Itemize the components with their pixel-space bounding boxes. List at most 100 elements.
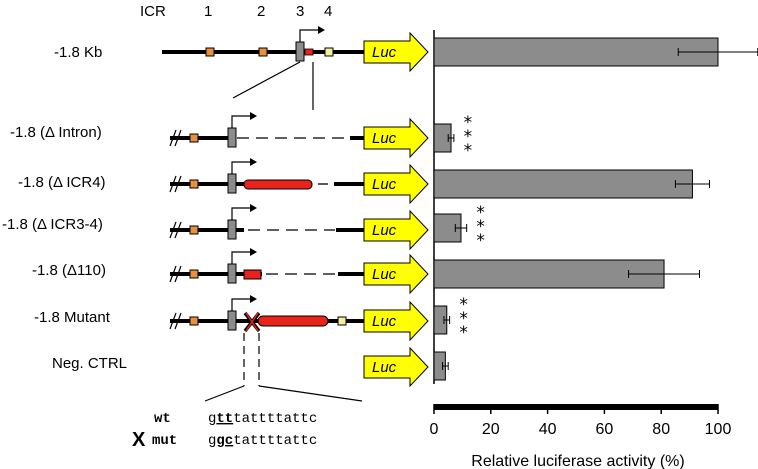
x-axis [434,404,718,410]
significance-star-5-2: * [459,323,468,343]
construct-label-full: -1.8 Kb [54,44,102,61]
icr-number-3: 3 [296,3,304,20]
icr3-box [227,310,237,331]
promoter-arrow [231,161,250,174]
luc-label: Luc [372,359,397,376]
construct-diagram-delta110 [170,248,366,284]
significance-star-1-1: * [464,127,473,147]
luc-label: Luc [372,176,397,193]
significance-star-3-1: * [476,217,485,237]
luc-arrow-icon [363,209,429,251]
promoter-arrow [231,207,250,220]
luc-label: Luc [372,266,397,283]
icr3-box [227,263,237,284]
x-tick-label-1: 20 [482,421,500,438]
icr2-box [258,47,268,57]
break-marks [169,129,182,330]
wt-sequence: gtttattttattc [208,411,317,427]
significance-star-5-0: * [459,295,468,315]
construct-diagram-full [162,26,364,110]
luc-label: Luc [372,44,397,61]
mut-seq-rest: tattttattc [233,433,317,449]
break-icon [169,175,182,193]
wt-label: wt [154,411,171,427]
icr-header: ICR [140,3,166,20]
construct-diagram-delta-icr4 [170,158,366,194]
construct-diagram-delta-intron [170,112,366,148]
luc-label: Luc [372,313,397,330]
luc-reporter-2: Luc [363,163,429,205]
luc-reporters: Luc Luc Luc Luc Luc Luc Luc [363,31,429,388]
mut-label: mut [152,433,177,449]
icr-number-4: 4 [324,3,332,20]
x-tick-label-3: 60 [596,421,614,438]
x-tick-label-4: 80 [652,421,670,438]
mut-sequence: ggctattttattc [208,433,317,449]
construct-label-mutant: -1.8 Mutant [34,309,111,326]
bar-0 [433,37,719,67]
bar-chart: Relative luciferase activity (%) *******… [430,30,758,469]
intron-region [257,315,329,327]
zoom-line-left-diag [204,385,245,402]
luc-arrow-icon [363,346,429,388]
sequence-comparison: wt X mut gtttattttattc ggctattttattc [132,411,317,451]
luc-reporter-4: Luc [363,253,429,295]
construct-label-neg-ctrl: Neg. CTRL [52,355,127,372]
luc-reporter-3: Luc [363,209,429,251]
promoter-arrow [299,29,318,42]
luc-label: Luc [372,222,397,239]
icr1-box [189,179,199,189]
icr3-box [295,41,305,62]
wt-seq-site: tt [216,411,233,427]
bar-2 [433,169,693,199]
luc-arrow-icon [363,163,429,205]
mut-seq-site: gc [216,433,233,449]
wt-seq-rest: tattttattc [233,411,317,427]
significance-star-3-2: * [476,231,485,251]
icr3-box [227,127,237,148]
promoter-arrow [231,251,250,264]
luc-arrow-icon [363,300,429,342]
construct-label-delta-intron: -1.8 (Δ Intron) [10,124,102,141]
icr1-box [205,47,215,57]
x-tick-label-5: 100 [705,421,732,438]
luc-reporter-0: Luc [363,31,429,73]
mut-seq-prefix: g [208,433,216,449]
luc-arrow-icon [363,31,429,73]
icr1-box [189,316,199,326]
bar-4 [433,259,665,289]
arrow-head-icon [250,158,257,166]
construct-label-delta-icr3-4: -1.8 (Δ ICR3-4) [2,216,103,233]
icr4-box [324,47,334,57]
wt-seq-prefix: g [208,411,216,427]
promoter-arrow [231,298,250,311]
construct-label-delta-icr4: -1.8 (Δ ICR4) [18,174,106,191]
zoom-line-right-diag [258,385,363,402]
luc-reporter-5: Luc [363,300,429,342]
zoom-line-left [232,61,301,99]
promoter-arrow [231,115,250,128]
mutation-x-marker: X [132,429,146,451]
intron-region [243,179,313,190]
mutation-x-highlight [245,312,259,332]
break-icon [169,265,182,283]
arrow-head-icon [250,248,257,256]
intron-region [304,48,314,56]
break-icon [169,129,182,147]
intron-region [243,269,262,280]
luc-reporter-6: Luc [363,346,429,388]
icr4-box [337,316,347,326]
luc-label: Luc [372,130,397,147]
icr1-box [189,133,199,143]
bar-series: ********* [433,37,758,381]
significance-star-1-0: * [464,113,473,133]
construct-label-delta110: -1.8 (Δ110) [32,262,106,279]
icr1-box [189,225,199,235]
luc-arrow-icon [363,253,429,295]
luc-arrow-icon [363,117,429,159]
construct-diagram-delta-icr3-4 [170,204,366,240]
x-axis-label: Relative luciferase activity (%) [471,453,684,469]
